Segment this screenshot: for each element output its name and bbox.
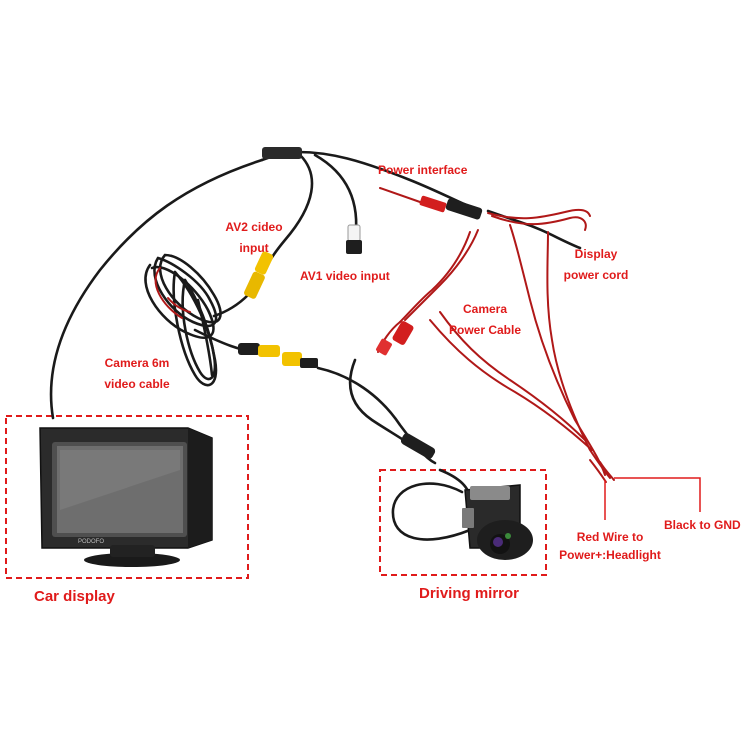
label-red-wire-line1: Red Wire to (576, 530, 644, 544)
car-display-monitor (39, 427, 213, 567)
label-car-display: Car display (34, 588, 115, 605)
label-av2-input: AV2 cideo input (216, 220, 292, 256)
driving-mirror-dashed-box (379, 469, 547, 576)
label-av2-line2: input (239, 241, 269, 255)
label-driving-mirror: Driving mirror (419, 585, 520, 602)
label-red-wire: Red Wire to Power+:Headlight (548, 530, 672, 563)
rear-camera (462, 484, 533, 560)
car-display-dashed-box (5, 415, 249, 579)
label-av2-line1: AV2 cideo (225, 220, 283, 234)
label-display-power-cord: Display power cord (552, 247, 640, 283)
label-display-line2: power cord (563, 268, 629, 282)
label-display-line1: Display (574, 247, 618, 261)
camera-cable-boot (400, 433, 436, 459)
label-av1-input: AV1 video input (300, 269, 390, 283)
label-camera-power-cable: Camera Power Cable (442, 302, 528, 338)
power-interface-plug (419, 195, 483, 220)
annotation-leaders (604, 477, 701, 520)
label-camera-power-line1: Camera (462, 302, 508, 316)
av2-yellow-rca-plug (244, 251, 274, 299)
red-wires (154, 187, 615, 483)
label-camera-video-cable: Camera 6m video cable (96, 356, 178, 392)
av1-white-rca-plug (346, 224, 362, 254)
splitter-junction (262, 147, 302, 159)
label-black-gnd: Black to GND (664, 518, 741, 532)
label-power-interface: Power interface (378, 163, 468, 177)
label-red-wire-line2: Power+:Headlight (559, 548, 661, 562)
label-camera-power-line2: Power Cable (448, 323, 522, 337)
monitor-brand-logo: PODOFO (78, 539, 105, 545)
label-camera-cable-line2: video cable (104, 377, 170, 391)
video-cable-rca-coupler (238, 343, 318, 368)
label-camera-cable-line1: Camera 6m (104, 356, 170, 370)
camera-power-plugs (376, 321, 414, 356)
